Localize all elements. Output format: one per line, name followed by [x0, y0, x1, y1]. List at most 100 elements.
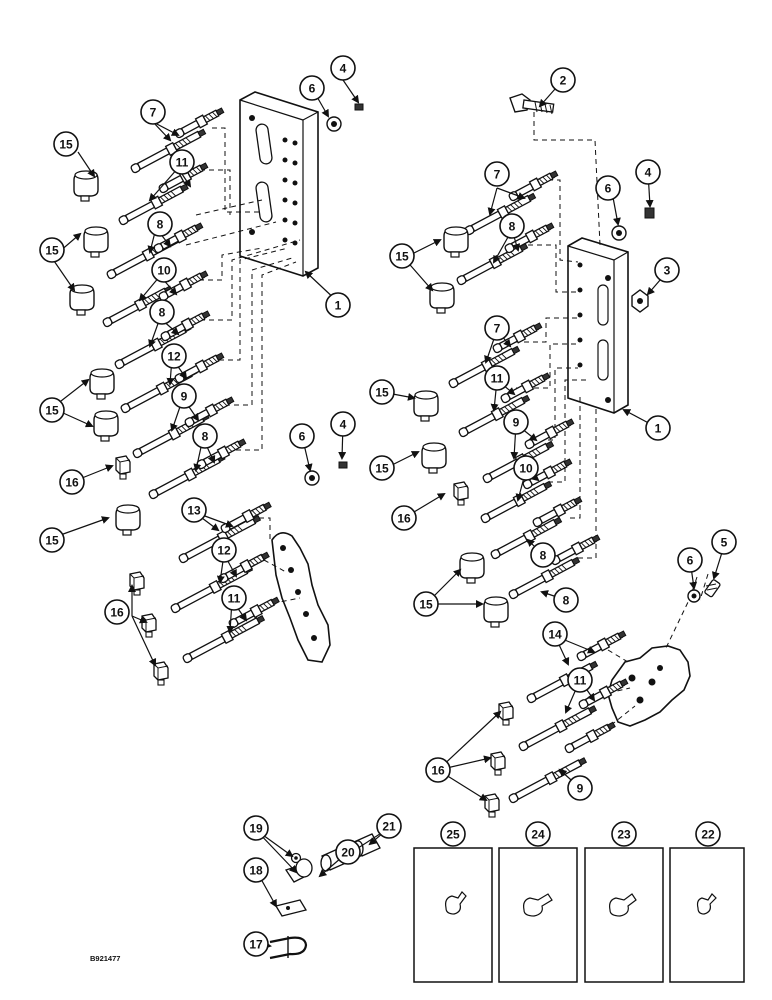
callout-9-c: 9	[567, 775, 593, 801]
callout-17: 17	[243, 931, 269, 957]
callout-9-b: 9	[503, 409, 529, 435]
callout-6-a-label: 6	[309, 82, 316, 96]
panel-25	[413, 847, 493, 983]
callout-23: 23	[611, 821, 637, 847]
callout-25-label: 25	[446, 828, 460, 842]
elbow-15f	[115, 504, 141, 536]
fitting-11a	[118, 183, 189, 226]
callout-24: 24	[525, 821, 551, 847]
callout-8-b: 8	[149, 299, 175, 325]
callout-15-e-label: 15	[395, 250, 409, 264]
callout-11-d-label: 11	[574, 674, 587, 688]
callout-15-c: 15	[39, 397, 65, 423]
fitting-9f	[564, 721, 616, 754]
right-bracket-plate	[567, 237, 629, 414]
fitting-8j	[532, 496, 583, 528]
callout-4-b: 4	[330, 411, 356, 437]
callout-2: 2	[550, 67, 576, 93]
fitting-14b	[576, 630, 627, 662]
callout-16-d: 16	[425, 757, 451, 783]
callout-9-a-label: 9	[181, 390, 188, 404]
cap-16e	[453, 481, 469, 506]
callout-8-c-label: 8	[202, 430, 209, 444]
cap-16g	[490, 751, 506, 776]
callout-18-label: 18	[249, 864, 263, 878]
callout-21: 21	[376, 813, 402, 839]
screw-4-mid-left	[338, 461, 348, 469]
callout-25: 25	[440, 821, 466, 847]
fittings-group	[69, 107, 629, 818]
elbow-15i	[413, 390, 439, 422]
fitting-11h	[578, 678, 629, 710]
callout-3: 3	[654, 257, 680, 283]
callout-1-a-label: 1	[335, 299, 342, 313]
left-lower-bracket	[271, 532, 331, 663]
left-bracket-plate	[239, 91, 319, 277]
fitting-7a	[130, 128, 207, 174]
leader-4a	[342, 79, 360, 104]
callout-16-d-label: 16	[431, 764, 445, 778]
elbow-15d	[89, 368, 115, 400]
callout-11-a: 11	[169, 149, 195, 175]
callout-7-b: 7	[484, 161, 510, 187]
fitting-7e	[448, 345, 521, 389]
callout-9-a: 9	[171, 383, 197, 409]
right-lower-bracket	[607, 645, 691, 727]
callout-15-d: 15	[39, 527, 65, 553]
callout-11-c: 11	[484, 365, 510, 391]
callout-19-label: 19	[249, 822, 263, 836]
nut-6-mid-left	[304, 470, 320, 486]
callout-14-label: 14	[548, 628, 562, 642]
callout-8-d-label: 8	[509, 220, 516, 234]
elbow-15j	[421, 442, 447, 474]
callout-11-b: 11	[221, 585, 247, 611]
nut-6-top-left	[326, 116, 342, 132]
drawing-code: B921477	[90, 954, 120, 963]
elbow-15e	[93, 410, 119, 442]
callout-12-a-label: 12	[167, 350, 181, 364]
elbow-15h	[429, 282, 455, 314]
callout-1-a: 1	[325, 292, 351, 318]
callout-11-d: 11	[567, 667, 593, 693]
fitting-9d	[524, 418, 575, 450]
callout-21-label: 21	[382, 820, 396, 834]
elbow-15b	[83, 226, 109, 258]
leader-7d	[496, 187, 526, 200]
callout-8-b-label: 8	[159, 306, 166, 320]
callout-15-c-label: 15	[45, 404, 59, 418]
callout-10-a: 10	[151, 257, 177, 283]
callout-10-a-label: 10	[157, 264, 171, 278]
callout-23-label: 23	[617, 828, 631, 842]
callout-14: 14	[542, 621, 568, 647]
fitting-7d	[508, 170, 559, 202]
callout-8-c: 8	[192, 423, 218, 449]
screw-4-top-right	[644, 207, 655, 219]
callout-11-a-label: 11	[176, 156, 189, 170]
callout-3-label: 3	[664, 264, 671, 278]
callout-16-c-label: 16	[397, 512, 411, 526]
clamp-20	[284, 858, 313, 883]
callout-13-a-label: 13	[187, 504, 201, 518]
callout-4-c-label: 4	[645, 166, 652, 180]
callout-20-label: 20	[341, 846, 355, 860]
callout-13-a: 13	[181, 497, 207, 523]
callout-15-f-label: 15	[375, 386, 389, 400]
elbow-15g	[443, 226, 469, 258]
callout-10-b: 10	[513, 455, 539, 481]
nut-19	[290, 852, 302, 864]
cap-16d	[153, 661, 169, 686]
callout-15-g-label: 15	[375, 462, 389, 476]
callout-7-c-label: 7	[494, 322, 501, 336]
callout-15-d-label: 15	[45, 534, 59, 548]
callout-8-d: 8	[499, 213, 525, 239]
callout-24-label: 24	[531, 828, 545, 842]
callout-6-b-label: 6	[299, 430, 306, 444]
callout-19: 19	[243, 815, 269, 841]
callout-7-a: 7	[140, 99, 166, 125]
callout-11-b-label: 11	[228, 592, 241, 606]
callout-15-b-label: 15	[45, 244, 59, 258]
callout-4-a-label: 4	[340, 62, 347, 76]
fitting-8k	[508, 556, 581, 600]
callout-16-b: 16	[104, 599, 130, 625]
callout-9-c-label: 9	[577, 782, 584, 796]
